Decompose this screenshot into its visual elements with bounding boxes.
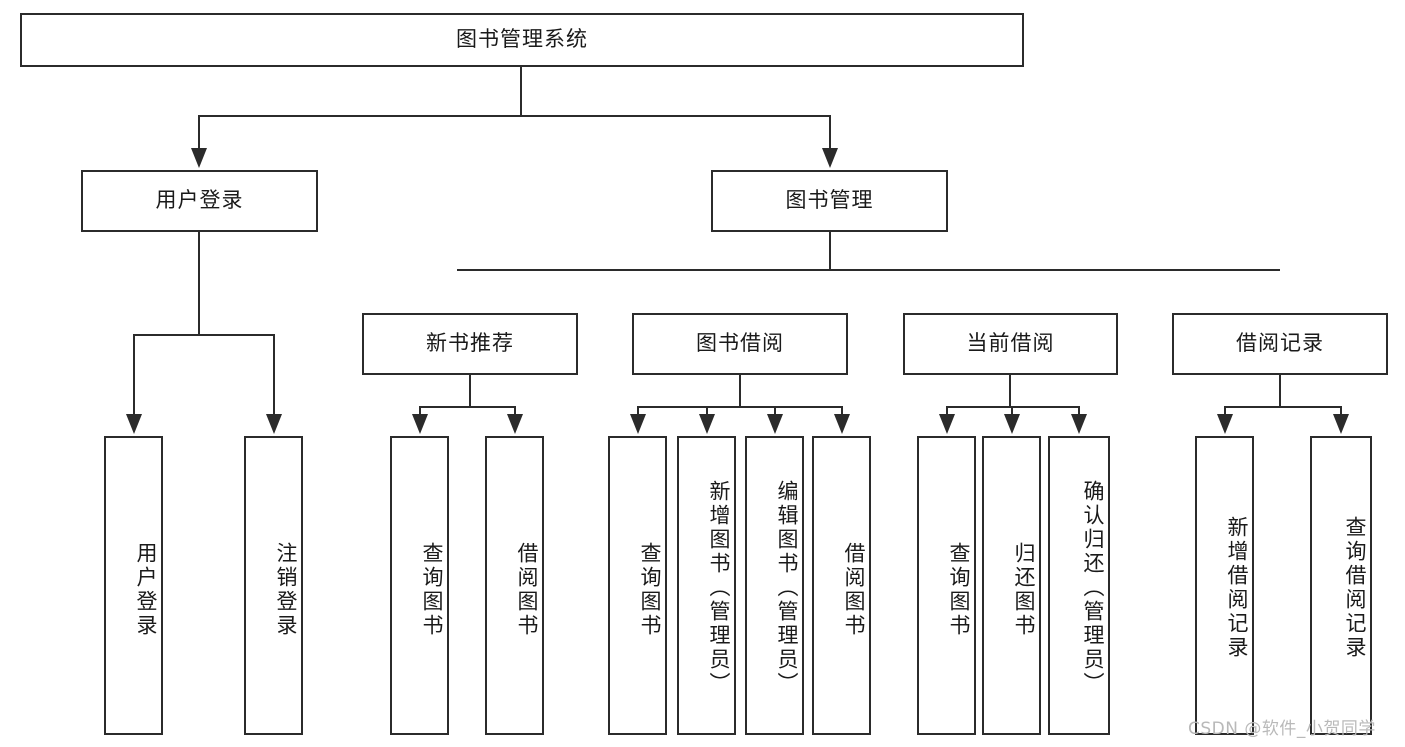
leaf-node-label: 查询图书 <box>638 541 662 638</box>
node-root-label: 图书管理系统 <box>456 27 588 52</box>
arrowhead-to-add-book-admin <box>698 414 715 434</box>
edge-leaf-drop <box>1010 406 1013 414</box>
watermark-text: CSDN @软件_小贺同学 <box>1188 719 1376 739</box>
edge-leaf-drop <box>1078 406 1080 414</box>
arrowhead-to-borrow-book-2 <box>833 414 850 434</box>
arrowhead-to-confirm-return-admin <box>1071 414 1087 434</box>
node-user-login-label: 用户登录 <box>155 188 244 213</box>
node-borrow-record-label: 借阅记录 <box>1236 331 1324 356</box>
arrowhead-to-user-login <box>191 148 207 168</box>
edge-leaf-drop <box>272 334 275 414</box>
edge-leaf-drop <box>636 406 639 414</box>
node-current-borrow-label: 当前借阅 <box>966 331 1055 356</box>
edge-leaf-drop <box>418 406 421 414</box>
leaf-node-label: 编辑图书（管理员） <box>775 479 799 696</box>
edge-leaf-drop <box>773 406 776 414</box>
arrowhead-to-query-book <box>411 414 428 434</box>
leaf-node-label: 注销登录 <box>274 541 298 638</box>
leaf-node-borrow-book-2[interactable]: 借阅图书 <box>812 436 871 735</box>
edge-newbook-trunk <box>469 375 471 407</box>
edge-root-drop-left <box>198 115 200 148</box>
leaf-node-label: 确认归还（管理员） <box>1081 479 1105 696</box>
node-book-borrow[interactable]: 图书借阅 <box>632 313 848 375</box>
arrowhead-to-edit-book-admin <box>766 414 783 434</box>
edge-newbook-bar <box>419 406 515 408</box>
leaf-node-add-book-admin[interactable]: 新增图书（管理员） <box>677 436 736 735</box>
edge-current-trunk <box>1009 375 1011 407</box>
leaf-node-label: 新增图书（管理员） <box>707 479 731 696</box>
node-user-login[interactable]: 用户登录 <box>81 170 318 232</box>
arrowhead-to-query-book-2 <box>629 414 646 434</box>
edge-leaf-drop <box>705 406 708 414</box>
arrowhead-to-borrow-book <box>506 414 523 434</box>
edge-books-trunk <box>829 232 831 270</box>
leaf-node-label: 查询借阅记录 <box>1343 515 1367 660</box>
edge-root-drop-right <box>829 115 831 148</box>
leaf-node-edit-book-admin[interactable]: 编辑图书（管理员） <box>745 436 804 735</box>
arrowhead-to-query-borrow-record <box>1333 414 1349 434</box>
leaf-node-label: 借阅图书 <box>515 541 539 638</box>
node-book-management-label: 图书管理 <box>785 188 874 213</box>
edge-borrow-bar <box>637 406 842 408</box>
edge-leaf-drop <box>1223 406 1226 414</box>
edge-record-bar <box>1224 406 1341 408</box>
node-new-book-recommend[interactable]: 新书推荐 <box>362 313 578 375</box>
arrowhead-to-user-login <box>125 414 142 434</box>
edge-borrow-trunk <box>739 375 741 407</box>
leaf-node-cancel-login[interactable]: 注销登录 <box>244 436 303 735</box>
leaf-node-label: 新增借阅记录 <box>1225 515 1249 660</box>
leaf-node-query-book-3[interactable]: 查询图书 <box>917 436 976 735</box>
edge-leaf-drop <box>513 406 516 414</box>
edge-record-trunk <box>1279 375 1281 407</box>
leaf-node-query-book-2[interactable]: 查询图书 <box>608 436 667 735</box>
edge-login-bar <box>134 334 273 336</box>
leaf-node-query-book[interactable]: 查询图书 <box>390 436 449 735</box>
leaf-node-confirm-return-admin[interactable]: 确认归还（管理员） <box>1048 436 1110 735</box>
edge-login-trunk <box>198 232 200 335</box>
edge-leaf-drop <box>840 406 843 414</box>
leaf-node-label: 查询图书 <box>947 541 971 638</box>
leaf-node-label: 用户登录 <box>134 541 158 638</box>
node-new-book-recommend-label: 新书推荐 <box>426 331 514 356</box>
arrowhead-to-book-management <box>822 148 838 168</box>
leaf-node-query-borrow-record[interactable]: 查询借阅记录 <box>1310 436 1372 735</box>
arrowhead-to-query-book-3 <box>938 414 955 434</box>
leaf-node-label: 借阅图书 <box>842 541 866 638</box>
leaf-node-user-login[interactable]: 用户登录 <box>104 436 163 735</box>
edge-root-trunk <box>520 67 522 116</box>
edge-root-bar <box>199 115 831 117</box>
leaf-node-return-book[interactable]: 归还图书 <box>982 436 1041 735</box>
leaf-node-add-borrow-record[interactable]: 新增借阅记录 <box>1195 436 1254 735</box>
node-book-borrow-label: 图书借阅 <box>696 331 784 356</box>
edge-books-bar <box>457 269 1280 271</box>
leaf-node-label: 归还图书 <box>1012 541 1036 638</box>
node-current-borrow[interactable]: 当前借阅 <box>903 313 1118 375</box>
edge-leaf-drop <box>132 334 135 414</box>
arrowhead-to-return-book <box>1003 414 1020 434</box>
node-root[interactable]: 图书管理系统 <box>20 13 1024 67</box>
leaf-node-label: 查询图书 <box>420 541 444 638</box>
edge-leaf-drop <box>945 406 948 414</box>
arrowhead-to-cancel-login <box>265 414 282 434</box>
node-borrow-record[interactable]: 借阅记录 <box>1172 313 1388 375</box>
leaf-node-borrow-book[interactable]: 借阅图书 <box>485 436 544 735</box>
node-book-management[interactable]: 图书管理 <box>711 170 948 232</box>
arrowhead-to-add-borrow-record <box>1216 414 1233 434</box>
edge-leaf-drop <box>1340 406 1342 414</box>
